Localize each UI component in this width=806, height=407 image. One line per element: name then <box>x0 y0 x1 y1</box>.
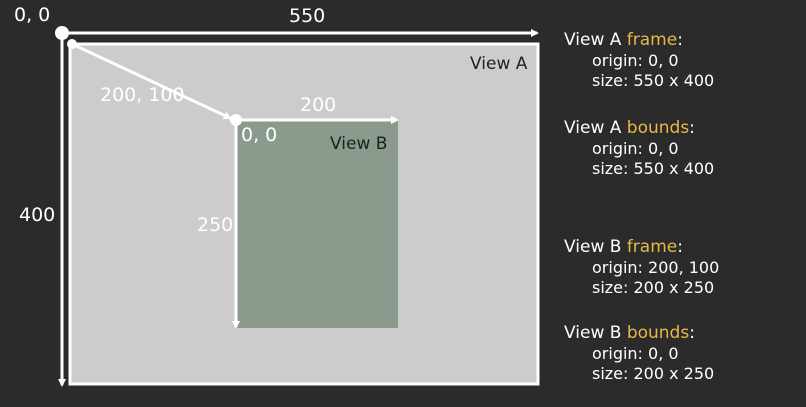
origin-label: 0, 0 <box>14 4 51 26</box>
view-b-bounds-info: View B bounds: origin: 0, 0 size: 200 x … <box>564 325 714 382</box>
view-a-width-label: 550 <box>289 5 326 27</box>
view-b-frame-keyword: frame <box>626 237 678 257</box>
view-b-frame-size: size: 200 x 250 <box>592 278 715 297</box>
view-b-frame-prefix: View B <box>564 237 627 257</box>
view-a-bounds-origin: origin: 0, 0 <box>592 139 679 158</box>
view-a-bounds-prefix: View A <box>564 118 627 138</box>
view-a-bounds-size: size: 550 x 400 <box>592 159 715 178</box>
origin-dot <box>55 26 69 40</box>
view-a-bounds-keyword: bounds <box>626 118 690 138</box>
view-b-frame-origin: origin: 200, 100 <box>592 258 720 277</box>
view-b-frame-suffix: : <box>677 237 683 257</box>
view-b-offset-label: 200, 100 <box>100 84 185 106</box>
view-a-bounds-suffix: : <box>689 118 695 138</box>
view-b-bounds-keyword: bounds <box>626 323 690 343</box>
view-b-rect <box>236 120 398 328</box>
view-b-bounds-heading: View B bounds: <box>564 325 714 342</box>
view-b-bounds-suffix: : <box>689 323 695 343</box>
view-b-offset-arrow <box>71 42 232 120</box>
view-a-frame-prefix: View A <box>564 30 627 50</box>
view-a-name: View A <box>470 54 528 74</box>
view-a-frame-info: View A frame: origin: 0, 0 size: 550 x 4… <box>564 32 714 89</box>
view-a-height-label: 400 <box>19 204 56 226</box>
view-b-bounds-prefix: View B <box>564 323 627 343</box>
view-a-frame-origin: origin: 0, 0 <box>592 51 679 70</box>
view-b-height-label: 250 <box>197 214 234 236</box>
view-b-frame-info: View B frame: origin: 200, 100 size: 200… <box>564 239 719 296</box>
view-a-origin-dot <box>67 39 77 49</box>
view-a-frame-size: size: 550 x 400 <box>592 71 715 90</box>
view-b-name: View B <box>330 134 388 154</box>
view-b-width-label: 200 <box>300 94 337 116</box>
view-a-frame-keyword: frame <box>626 30 678 50</box>
view-b-origin-dot <box>230 114 242 126</box>
view-b-bounds-size: size: 200 x 250 <box>592 364 715 383</box>
view-a-frame-suffix: : <box>677 30 683 50</box>
view-b-frame-heading: View B frame: <box>564 239 719 256</box>
view-a-frame-heading: View A frame: <box>564 32 714 49</box>
view-a-bounds-heading: View A bounds: <box>564 120 714 137</box>
view-a-bounds-info: View A bounds: origin: 0, 0 size: 550 x … <box>564 120 714 177</box>
view-b-bounds-origin: origin: 0, 0 <box>592 344 679 363</box>
view-b-origin-label: 0, 0 <box>241 124 278 146</box>
